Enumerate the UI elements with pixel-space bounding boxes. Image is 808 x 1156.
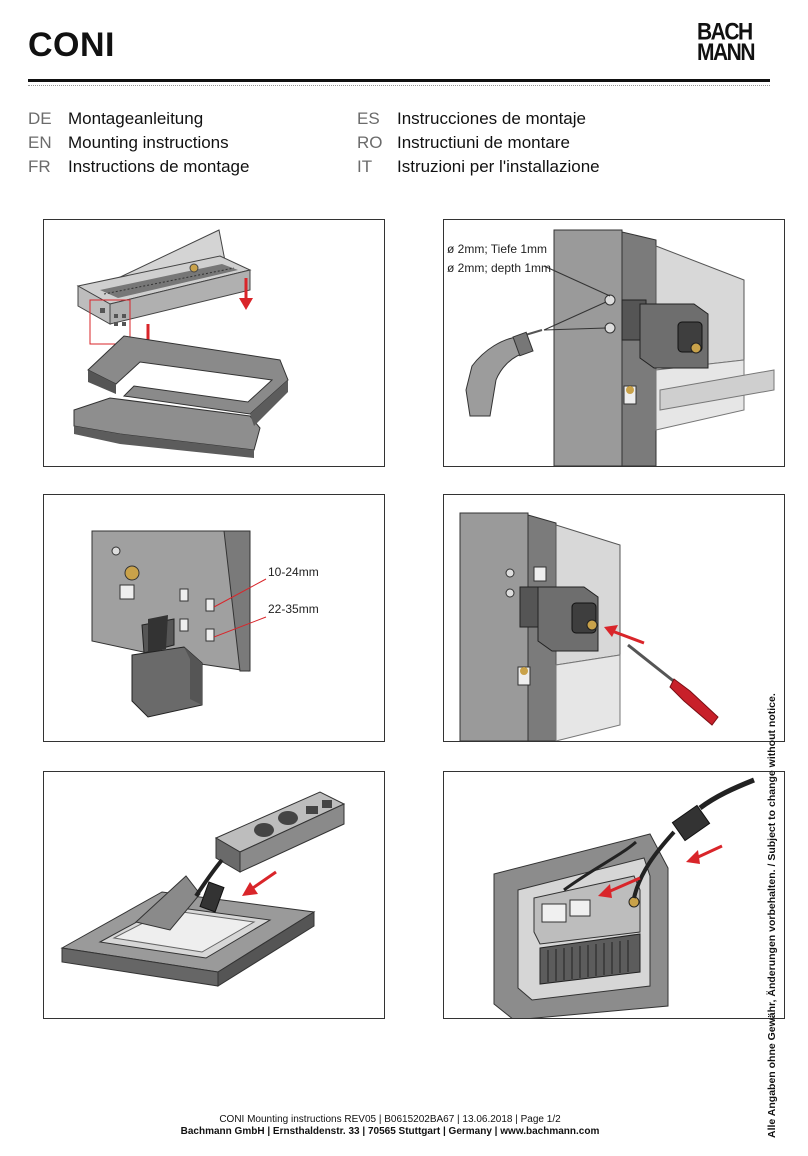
step-5-illustration — [43, 771, 385, 1019]
drill-depth-label-de: ø 2mm; Tiefe 1mm — [447, 242, 547, 256]
language-row-es: ES Instrucciones de montaje — [357, 109, 600, 133]
language-label: Instructiuni de montare — [397, 133, 570, 152]
language-label: Instructions de montage — [68, 157, 250, 176]
drill-depth-label-en: ø 2mm; depth 1mm — [447, 261, 551, 275]
language-code: ES — [357, 109, 380, 128]
document-title: CONI — [28, 26, 115, 64]
language-code: FR — [28, 157, 51, 176]
disclaimer-note: Alle Angaben ohne Gewähr, Änderungen vor… — [766, 693, 778, 1138]
language-code: EN — [28, 133, 52, 152]
logo-line-2: MANN — [697, 39, 756, 66]
language-label: Instrucciones de montaje — [397, 109, 586, 128]
language-code: DE — [28, 109, 52, 128]
step-2-illustration: ø 2mm; Tiefe 1mm ø 2mm; depth 1mm — [443, 219, 785, 467]
thickness-range-b: 22-35mm — [268, 602, 319, 616]
logo-line-1: BACH — [697, 18, 753, 45]
footer-company-info: Bachmann GmbH | Ernsthaldenstr. 33 | 705… — [180, 1126, 600, 1137]
language-list-left: DE Montageanleitung EN Mounting instructio… — [28, 109, 249, 181]
language-row-fr: FR Instructions de montage — [28, 157, 249, 181]
step-3-illustration: 10-24mm 22-35mm — [43, 494, 385, 742]
language-label: Istruzioni per l'installazione — [397, 157, 600, 176]
language-row-ro: RO Instructiuni de montare — [357, 133, 600, 157]
header-dotted-rule — [28, 85, 770, 86]
step-1-illustration — [43, 219, 385, 467]
header-rule — [28, 79, 770, 82]
language-label: Montageanleitung — [68, 109, 204, 128]
thickness-range-a: 10-24mm — [268, 565, 319, 579]
footer-document-info: CONI Mounting instructions REV05 | B0615… — [219, 1114, 561, 1125]
language-row-en: EN Mounting instructions — [28, 133, 249, 157]
page-footer: CONI Mounting instructions REV05 | B0615… — [100, 1114, 680, 1138]
language-row-de: DE Montageanleitung — [28, 109, 249, 133]
step-6-illustration — [443, 771, 785, 1019]
language-code: RO — [357, 133, 383, 152]
language-list-right: ES Instrucciones de montaje RO Instructiun… — [357, 109, 600, 181]
step-4-illustration — [443, 494, 785, 742]
language-row-it: IT Istruzioni per l'installazione — [357, 157, 600, 181]
language-code: IT — [357, 157, 373, 176]
language-label: Mounting instructions — [68, 133, 229, 152]
bachmann-logo: BACH MANN — [697, 18, 771, 66]
